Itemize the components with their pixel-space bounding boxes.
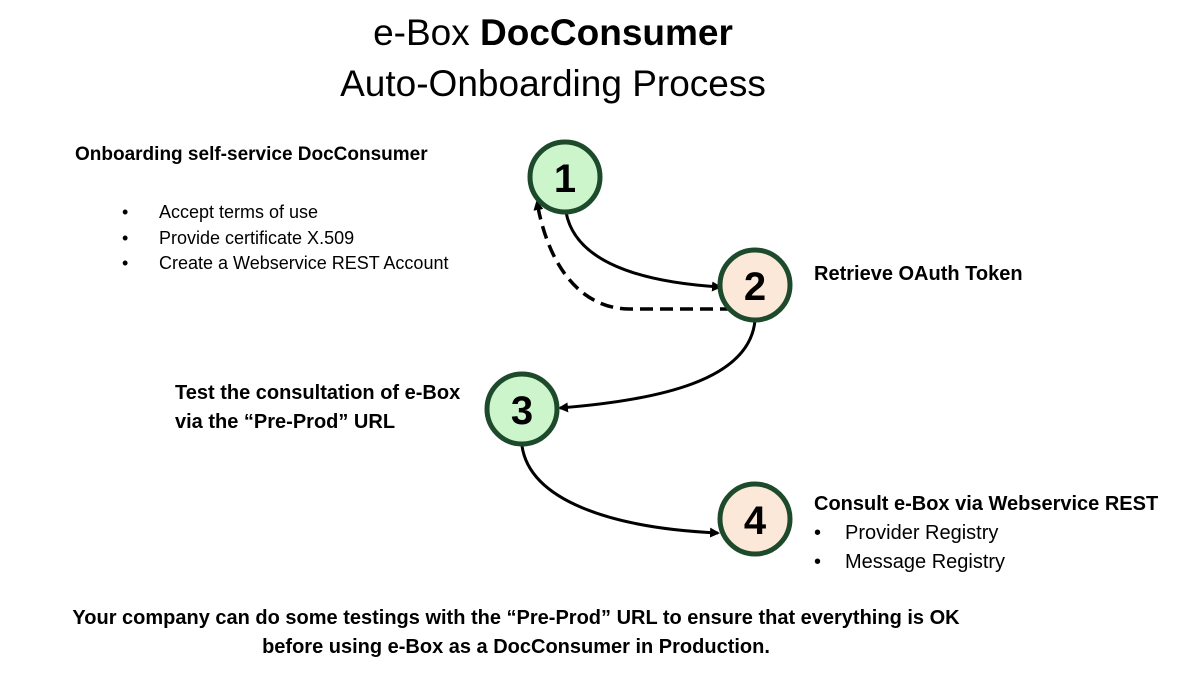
bullet-icon: • [814,551,822,573]
footer-line2: before using e-Box as a DocConsumer in P… [262,636,770,658]
arrow-2-to-1-dashed [533,200,733,311]
bullet-icon: • [814,522,822,544]
step-number-2: 2 [744,265,766,309]
step4-list: • Provider Registry • Message Registry [814,519,1005,577]
footer-line1: Your company can do some testings with t… [72,607,960,629]
list-item: • Message Registry [814,548,1005,577]
list-item: • Provider Registry [814,519,1005,548]
list-item-text: Message Registry [845,551,1006,573]
step-number-1: 1 [554,157,576,201]
list-item-text: Provide certificate X.509 [159,227,355,248]
bullet-icon: • [122,202,129,222]
step-node-1: 1 [527,139,603,215]
list-item: • Accept terms of use [122,200,448,226]
list-item: • Create a Webservice REST Account [122,251,448,277]
step1-list: • Accept terms of use • Provide certificat… [122,200,448,277]
step2-heading: Retrieve OAuth Token [814,263,1023,285]
step-number-3: 3 [511,389,533,433]
step3-line1: Test the consultation of e-Box [175,382,461,404]
bullet-icon: • [122,227,129,248]
step1-heading: Onboarding self-service DocConsumer [75,144,428,165]
step4-heading: Consult e-Box via Webservice REST [814,493,1159,515]
step-node-3: 3 [484,371,560,447]
list-item-text: Provider Registry [845,522,999,544]
arrow-1-to-2 [564,211,722,292]
list-item: • Provide certificate X.509 [122,226,448,252]
step-node-4: 4 [717,481,793,557]
bullet-icon: • [122,253,129,273]
step-number-4: 4 [744,499,767,543]
title-prefix: e-Box [373,12,481,53]
arrow-2-to-3 [558,319,757,413]
step-node-2: 2 [717,247,793,323]
list-item-text: Create a Webservice REST Account [159,253,449,273]
step3-line2: via the “Pre-Prod” URL [175,411,396,433]
page-title-line2: Auto-Onboarding Process [340,63,766,104]
list-item-text: Accept terms of use [159,202,319,222]
title-bold: DocConsumer [480,12,733,53]
arrow-3-to-4 [520,445,720,538]
page-title-line1: e-Box DocConsumer [0,8,1106,58]
